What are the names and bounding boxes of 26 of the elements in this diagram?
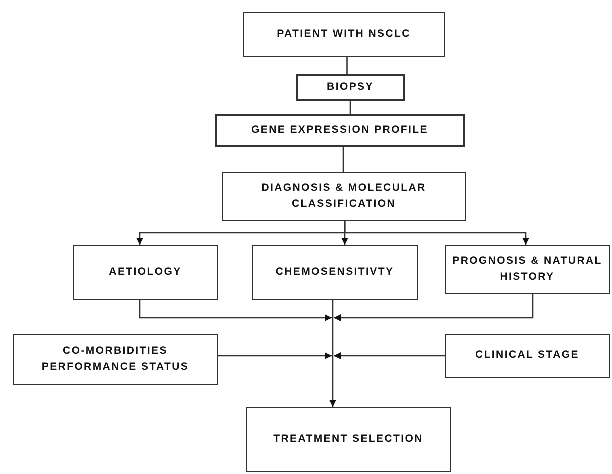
box-label: CLINICAL STAGE <box>474 348 580 364</box>
box-label: TREATMENT SELECTION <box>272 432 424 447</box>
process-box <box>222 172 466 221</box>
connector-arrow <box>344 221 530 245</box>
box-label: BIOPSY <box>326 80 375 95</box>
connector-arrow <box>139 300 332 322</box>
process-box <box>73 245 218 300</box>
connector-arrow <box>330 300 336 407</box>
box-label: AETIOLOGY <box>108 264 183 280</box>
connector-arrow <box>218 352 332 360</box>
process-box <box>296 74 405 101</box>
process-box <box>445 334 610 378</box>
box-label: DIAGNOSIS & MOLECULAR CLASSIFICATION <box>260 181 428 212</box>
process-box <box>243 12 445 57</box>
box-label: GENE EXPRESSION PROFILE <box>250 122 430 138</box>
box-label: PROGNOSIS & NATURAL HISTORY <box>452 254 604 284</box>
process-box <box>246 407 451 472</box>
box-label: CO-MORBIDITIES PERFORMANCE STATUS <box>40 344 190 374</box>
process-box <box>215 114 465 147</box>
connector-arrow <box>334 352 445 360</box>
box-label: PATIENT WITH NSCLC <box>276 26 412 42</box>
process-box <box>252 245 418 300</box>
connector-arrow <box>334 294 534 322</box>
process-box <box>445 245 610 294</box>
box-label: CHEMOSENSITIVTY <box>274 264 396 280</box>
process-box <box>13 334 218 385</box>
